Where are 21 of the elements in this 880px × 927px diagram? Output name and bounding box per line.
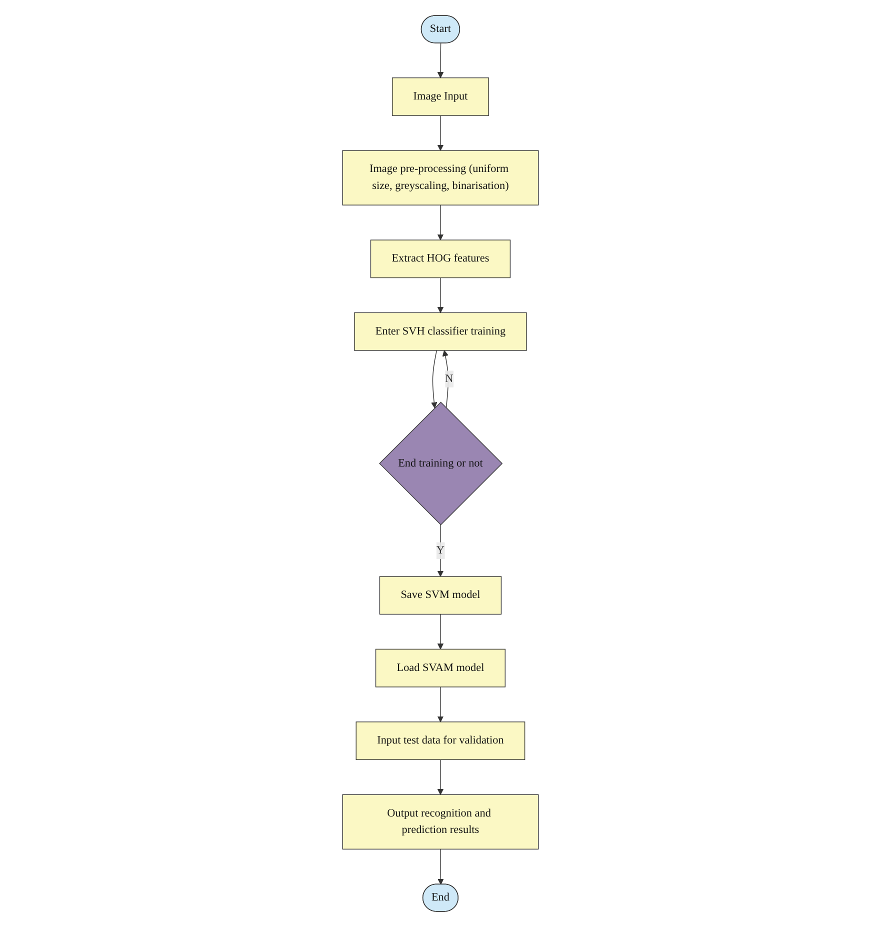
arrow: [442, 350, 448, 408]
node-box: Image pre-processing (uniform size, greyscaling, binarisation): [342, 150, 538, 206]
node-box: Output recognition and prediction results: [342, 794, 538, 850]
node-box: Extract HOG features: [370, 240, 510, 278]
node-box: Input test data for validation: [355, 722, 525, 760]
edge-label: N: [444, 372, 453, 385]
arrow: [436, 686, 444, 722]
arrow: [430, 350, 437, 408]
arrow: [436, 42, 444, 78]
arrow: [437, 848, 444, 885]
arrow: [436, 277, 444, 313]
node-diamond: End training or not: [378, 402, 502, 526]
arrow: [436, 759, 444, 795]
arrow: [436, 614, 444, 650]
arrow: [436, 204, 444, 240]
node-box: Enter SVH classifier training: [354, 312, 526, 351]
node-box: Load SVAM model: [374, 648, 506, 688]
edge-label: Y: [436, 544, 444, 556]
arrow: [436, 115, 444, 151]
node-box: Image Input: [392, 77, 488, 116]
node-box: Save SVM model: [378, 576, 502, 615]
